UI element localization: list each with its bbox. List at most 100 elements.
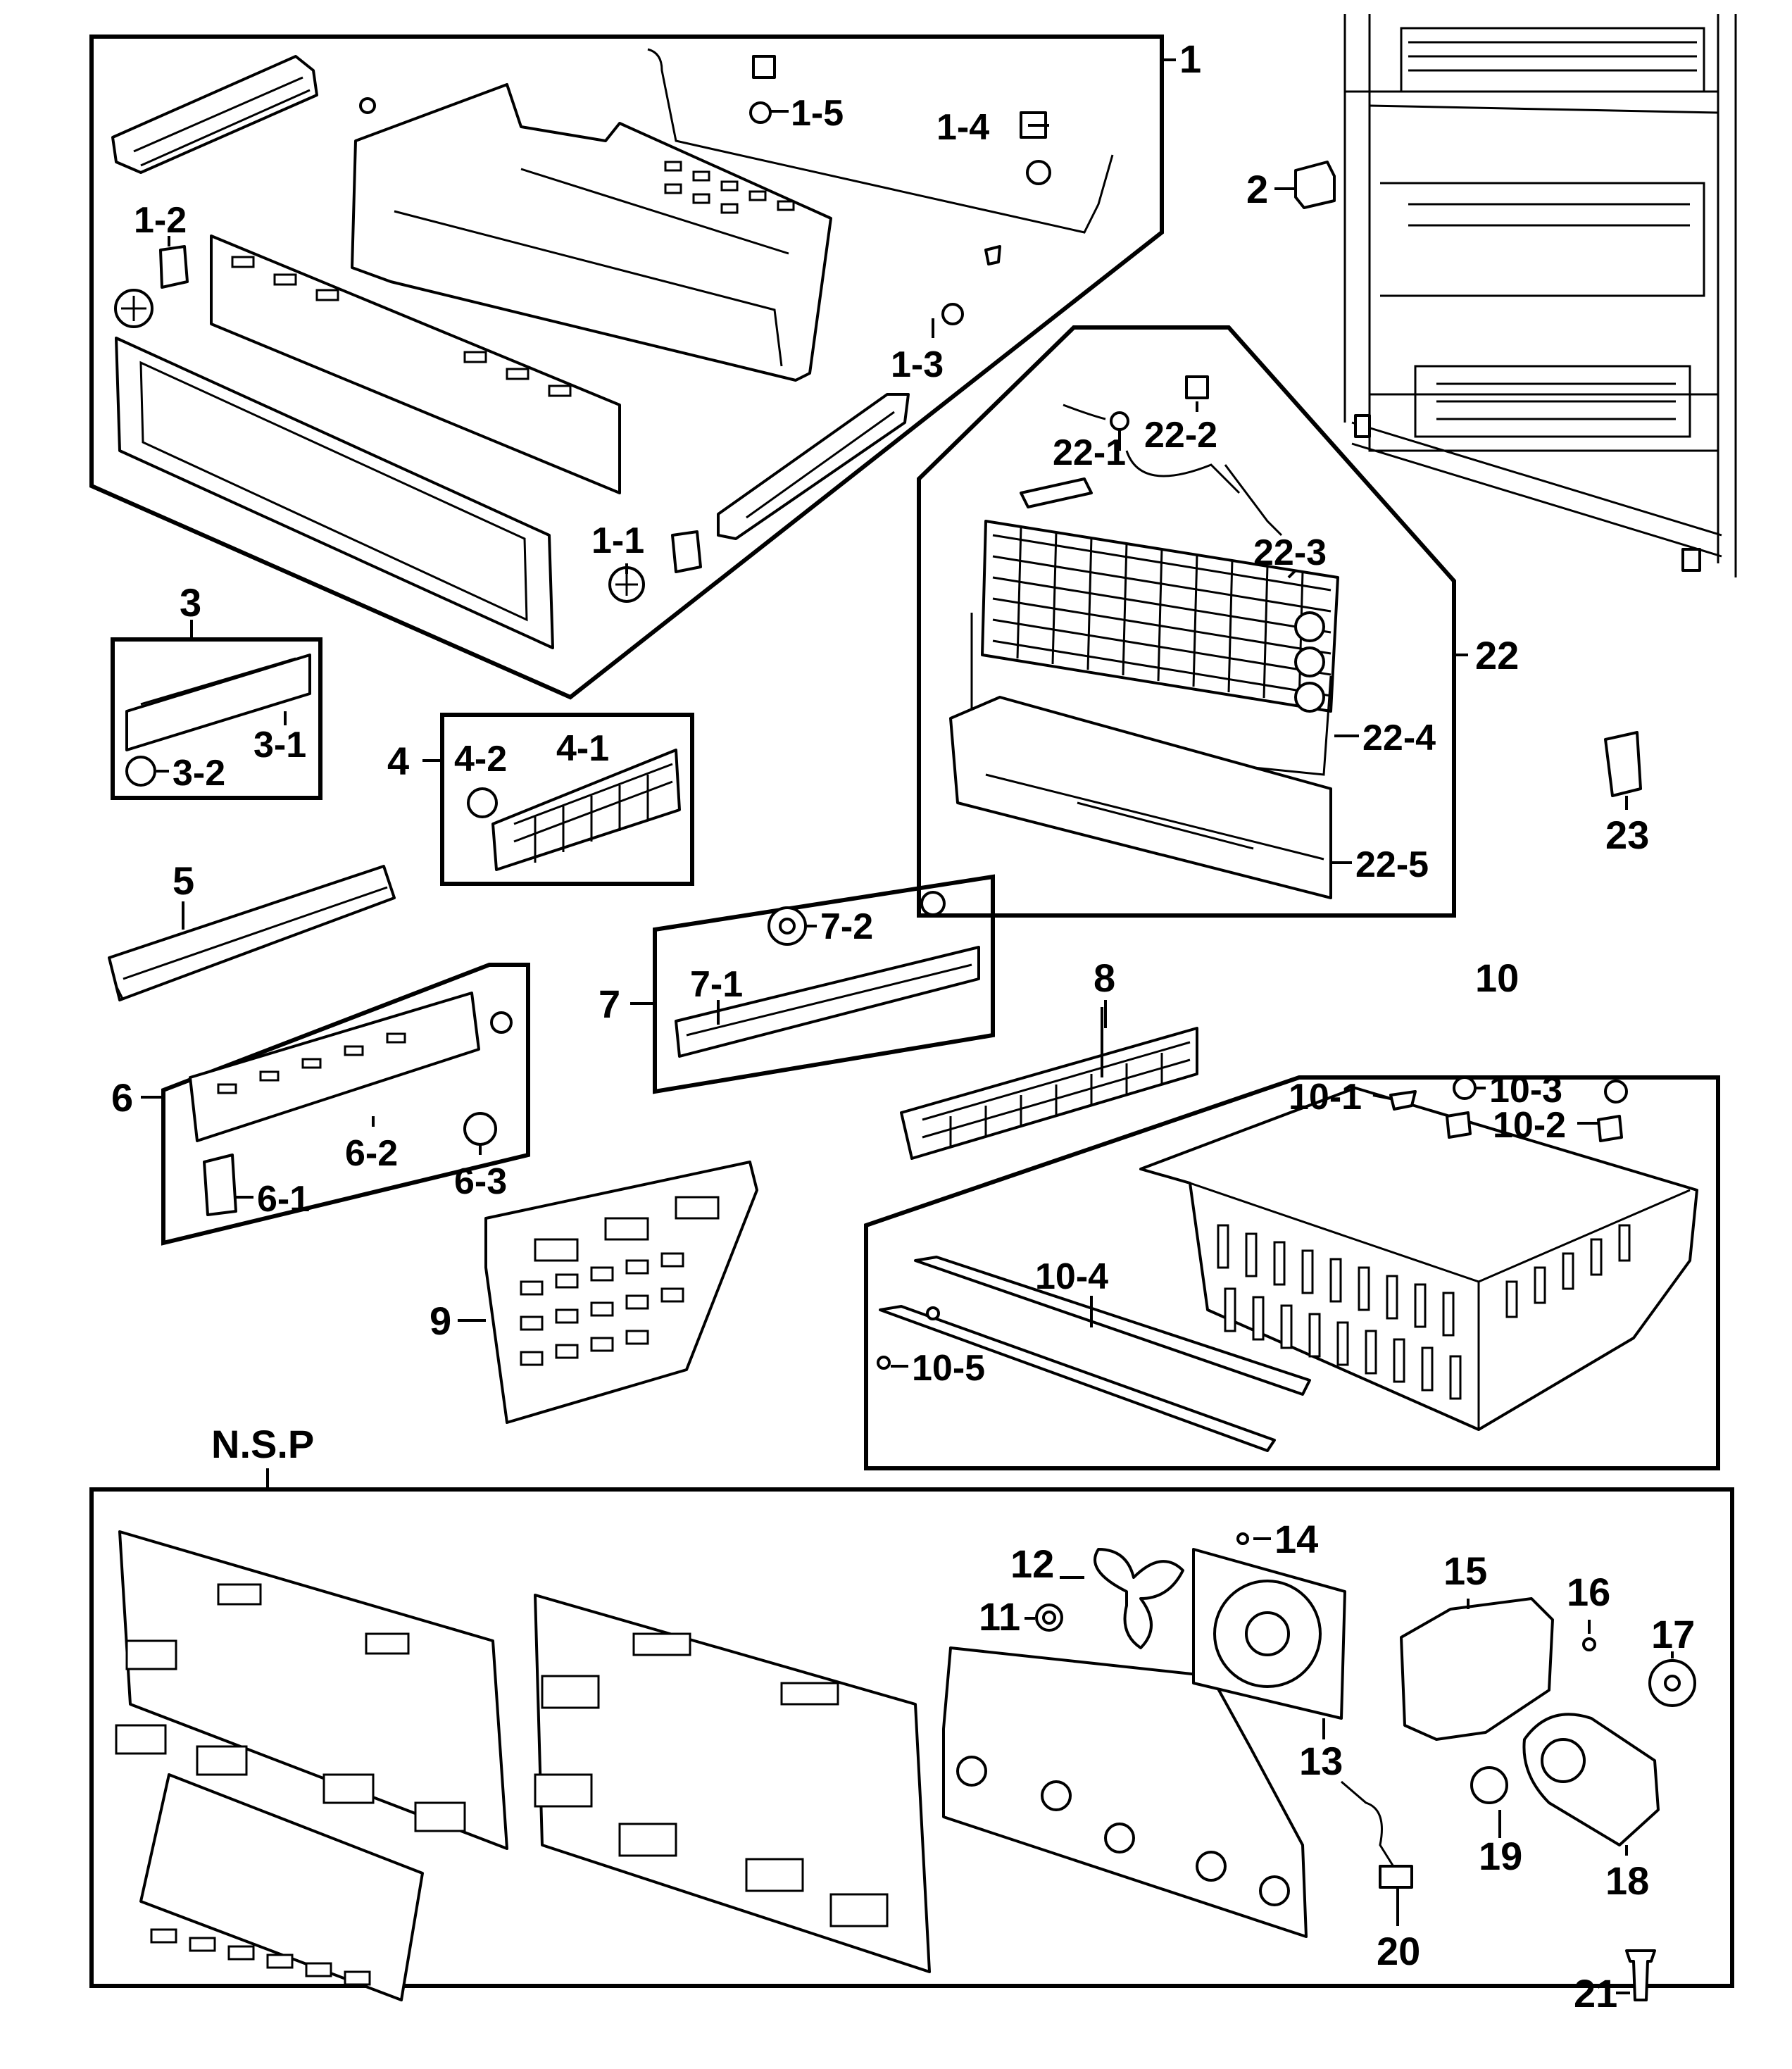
label-22-5: 22-5 [1355,844,1429,885]
part-roller-1-5 [749,101,772,124]
label-18: 18 [1605,1858,1649,1903]
label-1-5: 1-5 [791,93,844,134]
part-15-damper [1400,1597,1554,1741]
part-stopper-1-2 [159,245,189,289]
label-10-3: 10-3 [1489,1070,1562,1111]
part-9-cover [458,1161,758,1424]
group-22-frame [917,325,1456,918]
part-rail-left [111,55,318,174]
group-7-frame [653,874,995,1094]
part-10-4-rail [914,1256,1311,1396]
part-14-screw [1236,1532,1249,1545]
label-4-2: 4-2 [454,739,507,780]
part-10-clip-right [1597,1115,1623,1142]
label-22: 22 [1475,633,1519,677]
part-22-2 [1185,375,1209,399]
label-14: 14 [1274,1517,1318,1561]
part-drawer-face [115,337,554,649]
label-1-2: 1-2 [134,200,187,241]
label-10-2: 10-2 [1493,1105,1566,1146]
part-stopper-1-1 [671,530,702,573]
part-pin [984,245,1001,265]
part-3-2-roller [125,756,156,787]
part-8-slide [900,1000,1198,1160]
part-2-bracket [1294,161,1336,209]
label-1-3: 1-3 [891,344,944,385]
part-screw-1-3 [941,303,964,325]
part-16-screw [1582,1637,1596,1651]
label-7-2: 7-2 [820,906,873,947]
label-6-3: 6-3 [454,1161,507,1202]
part-7-1-slide [675,946,980,1058]
part-7-roller [920,891,946,916]
group-10-basket [864,1007,1720,1470]
part-22-3-heater-wire [1224,464,1283,537]
part-22-5-drain-pan [949,696,1332,899]
label-6-2: 6-2 [345,1133,398,1174]
label-15: 15 [1443,1549,1487,1593]
part-roller-1-4 [1026,160,1051,185]
label-3-2: 3-2 [173,753,225,794]
label-5: 5 [173,858,194,903]
part-6-roller [490,1011,513,1034]
part-screw-top [359,97,376,114]
label-12: 12 [1010,1542,1054,1586]
part-4-2-roller [467,787,498,818]
group-4 [422,713,694,886]
part-6-2-slide [189,992,480,1142]
group-3 [111,620,322,800]
part-10-roller-right [1604,1080,1628,1104]
group-4-frame [440,713,694,886]
part-10-1-tab [1389,1090,1417,1111]
part-21-pin [1625,1949,1656,2001]
label-4-1: 4-1 [556,728,609,769]
label-1: 1 [1179,37,1201,81]
label-1-1: 1-1 [591,520,644,561]
group-7 [630,874,995,1094]
part-3-rail [125,654,311,751]
group-nsp-frame [89,1487,1734,1988]
label-22-4: 22-4 [1362,718,1436,758]
part-5-rail [108,865,396,1001]
label-nsp: N.S.P [211,1422,314,1466]
part-clip-1-5 [752,55,776,79]
part-10-2-clip [1446,1111,1472,1139]
part-drawer-bin [351,83,832,382]
callout-labels: 1 1-2 1-5 1-4 1-3 1-1 2 22-1 22-2 22-3 2… [111,37,1695,2015]
part-22-1 [1110,411,1129,431]
label-6: 6 [111,1075,133,1120]
label-7: 7 [599,982,620,1026]
label-20: 20 [1377,1929,1420,1973]
label-10-4: 10-4 [1035,1256,1108,1297]
part-19-gear [1470,1766,1508,1804]
group-22-evaporator [917,325,1468,918]
label-4: 4 [387,739,409,783]
label-11: 11 [979,1594,1020,1639]
label-8: 8 [1094,956,1115,1000]
label-22-2: 22-2 [1144,415,1217,456]
part-6-3-gear [463,1112,497,1146]
group-1-drawer-assembly [89,35,1176,700]
label-3: 3 [180,580,201,625]
label-1-4: 1-4 [936,107,989,148]
label-13: 13 [1299,1739,1343,1783]
part-drawer-inner-front [210,235,621,494]
group-nsp [89,1468,1734,2001]
part-20-harness [1341,1780,1399,1874]
part-18-motor [1522,1713,1660,1846]
part-23-clip [1604,731,1642,797]
label-22-1: 22-1 [1053,432,1126,473]
group-6-frame [161,963,530,1246]
label-10: 10 [1475,956,1519,1000]
group-10-frame [864,1075,1720,1470]
label-17: 17 [1651,1612,1695,1656]
group-6 [141,963,530,1246]
group-1-frame [89,35,1164,700]
part-10-5-rail [879,1305,1276,1452]
part-wire [647,48,1114,234]
label-2: 2 [1246,167,1268,211]
part-10-3-roller [1453,1076,1477,1100]
label-16: 16 [1567,1570,1610,1614]
label-6-1: 6-1 [257,1179,310,1220]
